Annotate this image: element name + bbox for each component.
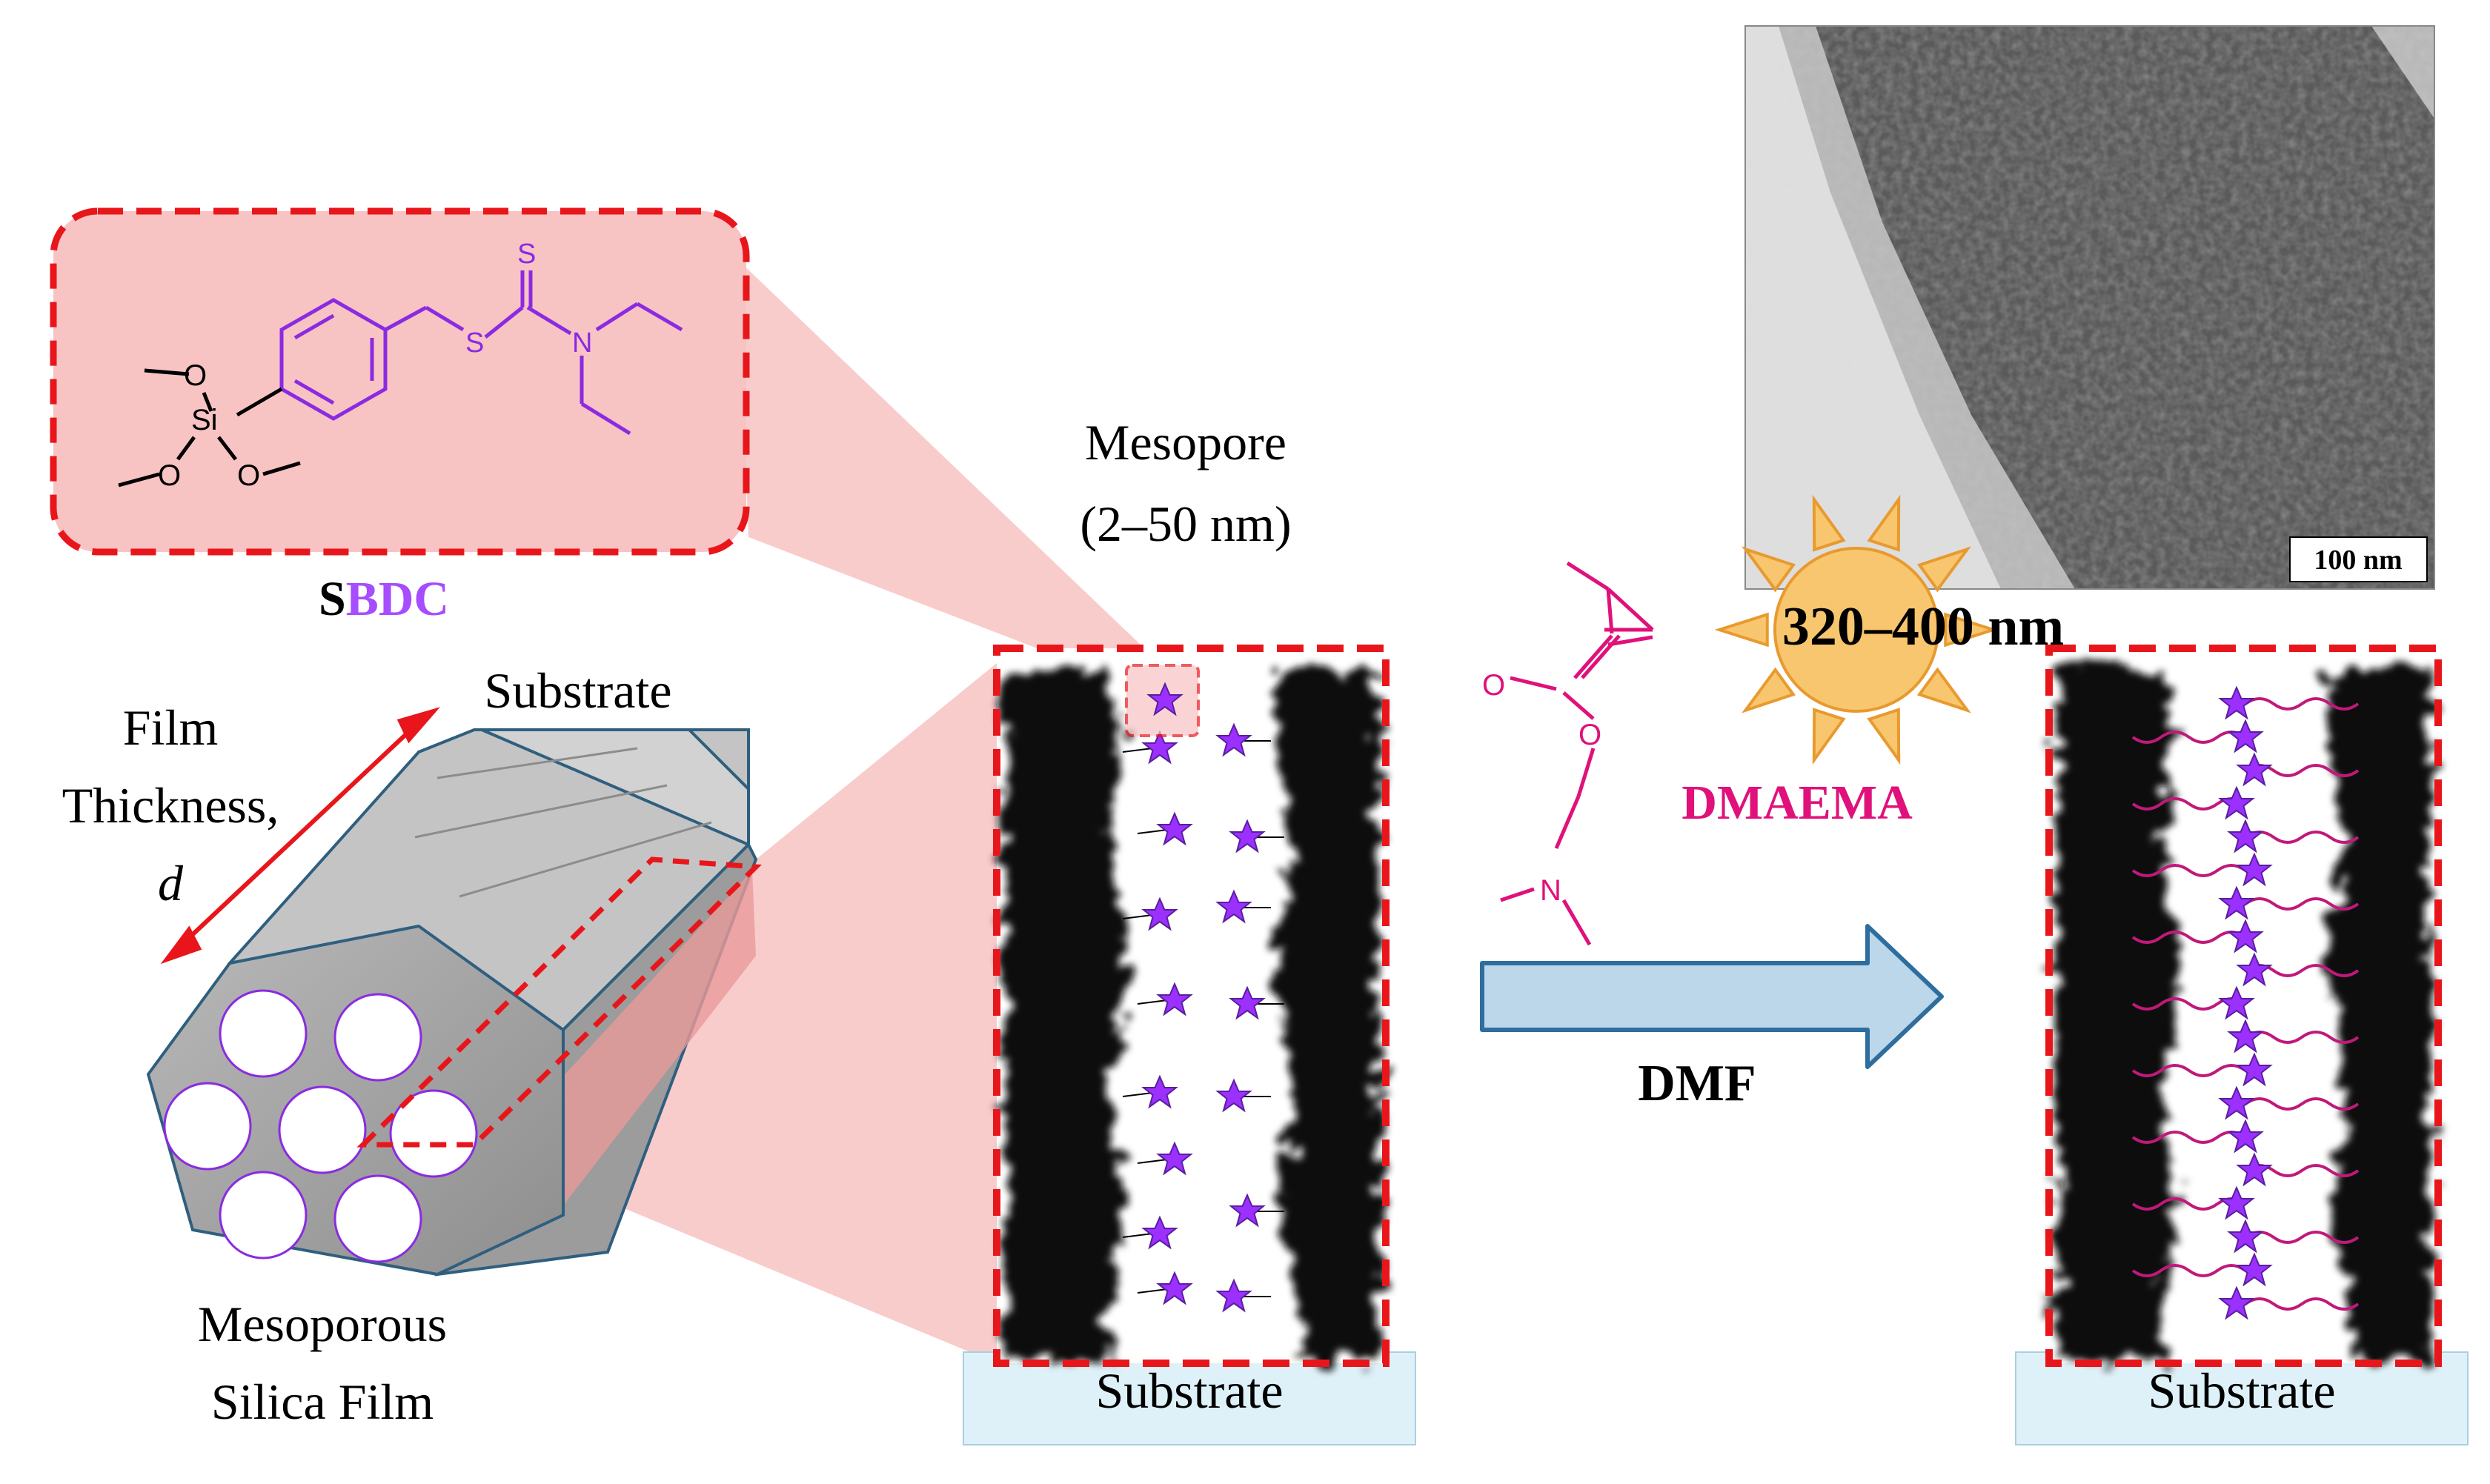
sbdc-label-s: S: [319, 572, 346, 626]
polymer-chain: [2131, 731, 2247, 744]
dmaema-atom-o-carbonyl: O: [1482, 669, 1505, 702]
polymer-chain: [2244, 831, 2360, 844]
mesopore-label-2: (2–50 nm): [1080, 496, 1291, 552]
film-thickness-label-1: Film: [123, 699, 219, 756]
sun-ray: [1867, 494, 1901, 552]
dmaema-atom-n: N: [1540, 874, 1561, 907]
sun-ray: [1742, 546, 1796, 593]
dmaema-label: DMAEMA: [1681, 776, 1913, 830]
sbdc-molecule-box: [50, 207, 750, 556]
substrate-label-right: Substrate: [2148, 1362, 2335, 1419]
atom-sulfur-top: S: [517, 239, 536, 270]
sun-ray: [1812, 708, 1846, 765]
polymer-chain: [2244, 1031, 2360, 1044]
atom-sulfur-bridge: S: [465, 327, 484, 359]
atom-nitrogen: N: [572, 327, 592, 359]
polymer-chain: [2131, 1064, 2247, 1077]
dmf-label: DMF: [1638, 1055, 1756, 1112]
sbdc-label-bdc: BDC: [346, 572, 449, 626]
pore-panel-right: [2045, 645, 2442, 1367]
mesopore-label-1: Mesopore: [1085, 414, 1286, 470]
film-thickness-symbol: d: [158, 855, 184, 911]
scale-bar-label: 100 nm: [2314, 545, 2402, 576]
reaction-arrow: [1480, 924, 1944, 1069]
mesoporous-label-1: Mesoporous: [198, 1296, 447, 1352]
mesoporous-prism: [146, 728, 762, 1277]
polymer-chain: [2244, 1097, 2360, 1111]
atom-silicon: Si: [191, 404, 218, 436]
polymer-chain: [2244, 1297, 2360, 1311]
sun-ray: [1867, 708, 1901, 765]
sun-icon: [1714, 494, 1999, 765]
polymer-chain: [2131, 1264, 2247, 1277]
polymer-chain: [2244, 1231, 2360, 1244]
sun-ray: [1944, 612, 1999, 648]
polymer-chain: [2131, 864, 2247, 877]
sun-ray: [1916, 667, 1971, 713]
sun-ray: [1916, 546, 1971, 593]
tem-micrograph: 100 nm: [1744, 25, 2435, 590]
polymer-chain: [2131, 1131, 2247, 1144]
substrate-label-prism: Substrate: [484, 662, 671, 719]
atom-oxygen-2: O: [158, 459, 181, 492]
polymer-chain: [2131, 931, 2247, 944]
film-thickness-arrow: [160, 707, 440, 965]
sun-ray: [1742, 667, 1796, 713]
mesoporous-label-2: Silica Film: [211, 1374, 434, 1430]
atom-oxygen-1: O: [184, 359, 207, 392]
sbdc-label: SBDC: [319, 572, 449, 626]
polymer-chain: [2244, 897, 2360, 911]
substrate-label-middle: Substrate: [1095, 1362, 1283, 1419]
atom-oxygen-3: O: [237, 459, 260, 492]
sun-ray: [1714, 612, 1769, 648]
substrate-block-middle: [963, 1351, 1416, 1445]
dmaema-atom-o-ester: O: [1578, 719, 1601, 751]
wavelength-label: 320–400 nm: [1782, 596, 2064, 657]
film-thickness-label-2: Thickness,: [62, 777, 279, 833]
polymer-chain: [2244, 697, 2360, 711]
pore-panel-middle: [993, 645, 1390, 1367]
substrate-block-right: [2015, 1351, 2469, 1445]
sun-ray: [1812, 494, 1846, 552]
dmaema-structure: [1500, 561, 1654, 946]
zoom-wedge-molecule: [737, 259, 1160, 693]
sbdc-silicon-bonds: [118, 368, 301, 488]
